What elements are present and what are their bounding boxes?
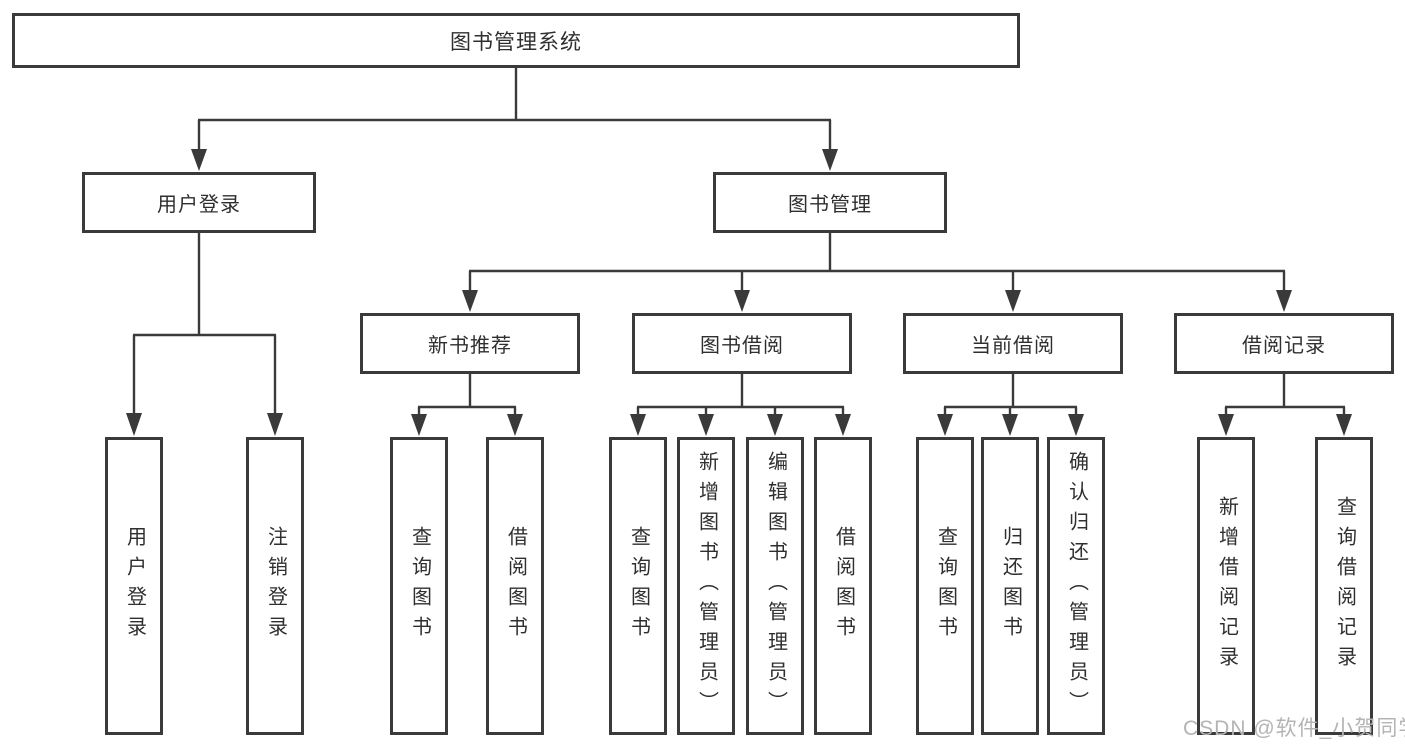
connector-wires — [132, 66, 1346, 418]
node-root: 图书管理系统 — [12, 13, 1020, 68]
node-book-management-branch-label: 图书管理 — [788, 194, 872, 216]
leaf-query-books-borrow-label: 查询图书 — [627, 526, 650, 646]
leaf-query-books-borrow: 查询图书 — [609, 437, 667, 735]
leaf-confirm-return-admin-label: 确认归还（管理员） — [1065, 451, 1088, 721]
node-borrow-records: 借阅记录 — [1174, 313, 1394, 374]
node-new-book-recommend-label: 新书推荐 — [428, 335, 512, 357]
leaf-borrow-books-recommend: 借阅图书 — [486, 437, 544, 735]
leaf-add-borrow-record: 新增借阅记录 — [1197, 437, 1255, 735]
leaf-logout: 注销登录 — [246, 437, 304, 735]
node-current-borrow: 当前借阅 — [903, 313, 1123, 374]
node-root-label: 图书管理系统 — [450, 30, 582, 54]
leaf-user-login-label: 用户登录 — [123, 526, 146, 646]
node-user-login-branch: 用户登录 — [82, 172, 316, 233]
leaf-borrow-books-label: 借阅图书 — [832, 526, 855, 646]
leaf-query-books-current: 查询图书 — [916, 437, 974, 735]
node-current-borrow-label: 当前借阅 — [971, 335, 1055, 357]
leaf-query-borrow-record-label: 查询借阅记录 — [1333, 496, 1356, 676]
leaf-edit-book-admin: 编辑图书（管理员） — [746, 437, 804, 735]
leaf-query-books-current-label: 查询图书 — [934, 526, 957, 646]
node-book-borrow: 图书借阅 — [632, 313, 852, 374]
node-new-book-recommend: 新书推荐 — [360, 313, 580, 374]
leaf-edit-book-admin-label: 编辑图书（管理员） — [764, 451, 787, 721]
leaf-query-borrow-record: 查询借阅记录 — [1315, 437, 1373, 735]
leaf-borrow-books-recommend-label: 借阅图书 — [504, 526, 527, 646]
node-book-borrow-label: 图书借阅 — [700, 335, 784, 357]
leaf-return-book: 归还图书 — [981, 437, 1039, 735]
node-user-login-branch-label: 用户登录 — [157, 194, 241, 216]
leaf-query-books-recommend: 查询图书 — [390, 437, 448, 735]
arrowheads — [126, 149, 1352, 436]
leaf-borrow-books: 借阅图书 — [814, 437, 872, 735]
leaf-add-book-admin-label: 新增图书（管理员） — [695, 451, 718, 721]
leaf-add-borrow-record-label: 新增借阅记录 — [1215, 496, 1238, 676]
leaf-user-login: 用户登录 — [105, 437, 163, 735]
leaf-return-book-label: 归还图书 — [999, 526, 1022, 646]
leaf-query-books-recommend-label: 查询图书 — [408, 526, 431, 646]
leaf-logout-label: 注销登录 — [264, 526, 287, 646]
node-book-management-branch: 图书管理 — [713, 172, 947, 233]
node-borrow-records-label: 借阅记录 — [1242, 335, 1326, 357]
watermark-text: CSDN @软件_小贺同学 — [1183, 717, 1405, 740]
leaf-confirm-return-admin: 确认归还（管理员） — [1047, 437, 1105, 735]
leaf-add-book-admin: 新增图书（管理员） — [677, 437, 735, 735]
